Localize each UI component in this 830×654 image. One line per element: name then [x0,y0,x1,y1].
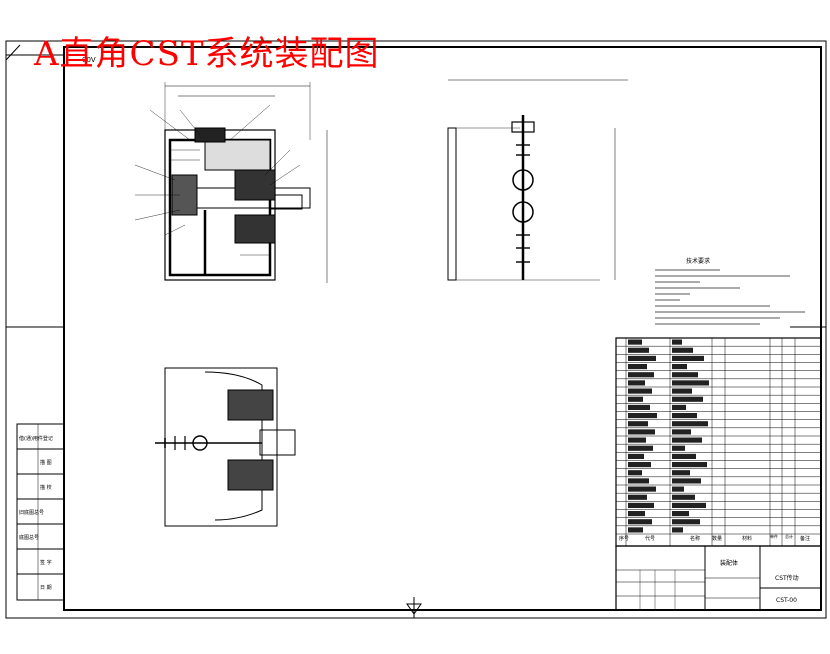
parts-list-cell-name [672,527,683,533]
parts-header-total: 总计 [785,533,793,539]
parts-list-cell-name [672,453,696,459]
corner-stamp: 00V [82,56,96,64]
parts-list-cell-code [628,437,646,443]
left-label-3: 旧底图总号 [19,509,44,516]
overlay-title: A直角CST系统装配图 [34,34,380,74]
parts-list-cell-code [628,347,649,353]
parts-list-cell-code [628,470,642,476]
parts-list-cell-name [672,380,709,386]
parts-list-cell-name [672,404,686,410]
parts-list-cell-name [672,421,708,427]
parts-header-unit: 单件 [770,533,778,539]
parts-list-cell-code [628,421,648,427]
left-label-2: 描 校 [40,484,52,491]
parts-list-cell-code [628,494,647,500]
parts-list-cell-name [672,347,693,353]
parts-list-cell-name [672,462,707,468]
parts-list-cell-name [672,511,689,517]
parts-list-cell-name [672,478,701,484]
parts-list-cell-name [672,486,684,492]
parts-list-cell-name [672,372,698,378]
parts-list-cell-name [672,396,703,402]
parts-list-cell-code [628,413,657,419]
parts-header-material: 材料 [742,535,752,542]
inner-frame [63,46,822,611]
parts-list-cell-code [628,478,649,484]
parts-list-cell-name [672,437,702,443]
parts-list-cell-name [672,470,690,476]
left-label-4: 底图总号 [19,534,39,541]
parts-list-cell-code [628,388,652,394]
parts-list-cell-code [628,519,652,525]
left-column-table: 借(通)用件登记 描 图 描 校 旧底图总号 底图总号 签 字 日 期 [16,423,65,601]
parts-list-cell-code [628,502,654,508]
parts-list-cell-code [628,404,650,410]
parts-list-cell-name [672,364,687,370]
parts-list-cell-code [628,445,653,451]
parts-list-cell-name [672,494,695,500]
parts-list-cell-code [628,453,644,459]
parts-header-index: 序号 [619,535,629,542]
parts-list-cell-name [672,355,704,361]
technical-requirements-heading: 技术要求 [686,257,710,265]
front-section-view [134,82,328,283]
parts-header-code: 代号 [645,535,655,542]
top-view [155,367,296,527]
title-block-assembly: 装配体 [720,559,738,567]
parts-list-cell-code [628,372,654,378]
left-label-0: 借(通)用件登记 [19,435,53,442]
left-label-1: 描 图 [40,459,52,466]
parts-list-cell-code [628,380,645,386]
parts-list-cell-code [628,486,656,492]
technical-requirements-lines [655,269,805,325]
title-block-drawing-name: CST传动 [775,574,799,582]
parts-header-remark: 备注 [800,535,810,542]
title-block [615,545,822,611]
parts-list-cell-name [672,445,685,451]
parts-list-cell-code [628,429,655,435]
outer-frame [5,40,827,619]
parts-list-cell-code [628,364,647,370]
parts-list-cell-code [628,355,656,361]
left-label-5: 签 字 [40,559,52,566]
parts-list-cell-name [672,502,706,508]
parts-header-qty: 数量 [712,535,722,542]
parts-list-cell-name [672,519,700,525]
parts-header-name: 名称 [690,535,700,542]
parts-list-cell-code [628,339,642,345]
left-label-6: 日 期 [40,585,52,591]
title-block-drawing-number: CST-00 [776,597,797,604]
parts-list-cell-code [628,527,643,533]
parts-list-cell-name [672,429,691,435]
parts-list-cell-name [672,413,697,419]
parts-list-cell-name [672,388,692,394]
parts-list-cell-code [628,462,651,468]
parts-list-cell-code [628,511,645,517]
side-view [447,79,628,281]
parts-list-cell-name [672,339,682,345]
parts-list-header: 序号 代号 名称 数量 材料 单件 总计 备注 [619,533,810,542]
parts-list-cell-code [628,396,643,402]
parts-list-table [615,337,822,547]
parts-list-frame [615,337,822,547]
